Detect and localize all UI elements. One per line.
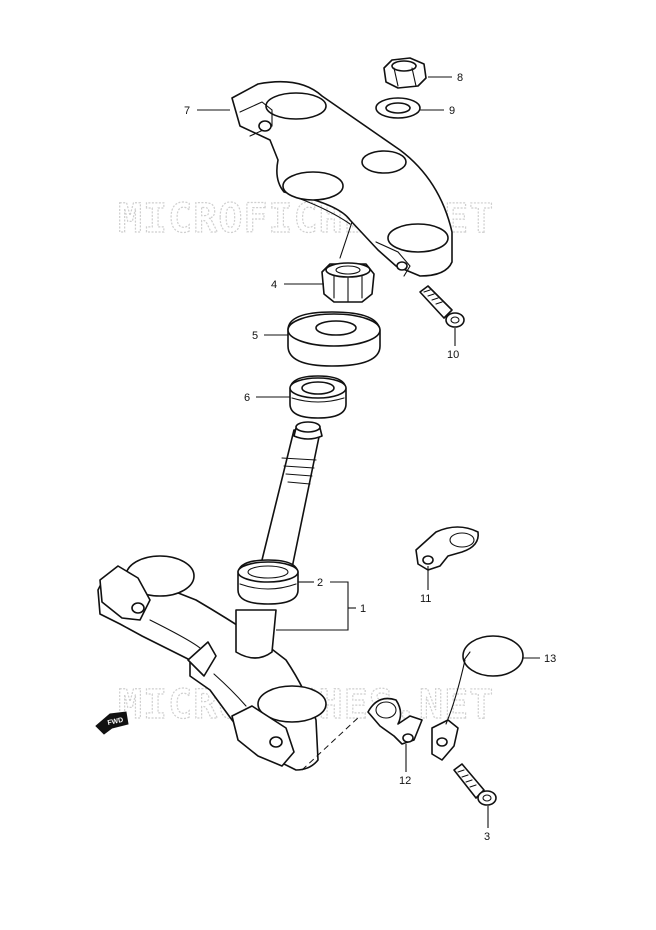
callout-12: 12 [399, 775, 411, 787]
washer [375, 97, 421, 119]
steering-stem [97, 421, 327, 771]
clamp-12 [367, 697, 423, 745]
callout-7: 7 [184, 105, 190, 117]
callout-9: 9 [449, 105, 455, 117]
callout-11: 11 [420, 593, 431, 605]
callout-13: 13 [544, 653, 556, 665]
dust-seal [287, 311, 381, 367]
stem-nut [321, 262, 375, 303]
bolt-3 [453, 763, 497, 806]
cap-nut [383, 57, 427, 89]
callout-1: 1 [360, 603, 366, 615]
upper-bracket [231, 80, 453, 277]
bolt-10 [419, 285, 465, 328]
callout-3: 3 [484, 831, 490, 843]
bracket-13 [431, 635, 524, 761]
callout-4: 4 [271, 279, 277, 291]
callout-8: 8 [457, 72, 463, 84]
callout-5: 5 [252, 330, 258, 342]
fwd-arrow-icon: FWD [95, 711, 129, 735]
callout-10: 10 [447, 349, 459, 361]
fwd-label: FWD [107, 717, 124, 727]
callout-2: 2 [317, 577, 323, 589]
leader-lines [197, 76, 540, 828]
upper-bearing [289, 375, 347, 419]
clamp-11 [415, 526, 479, 571]
callout-6: 6 [244, 392, 250, 404]
callout-labels: 7 8 9 4 5 6 10 2 1 11 12 13 3 [184, 72, 556, 843]
